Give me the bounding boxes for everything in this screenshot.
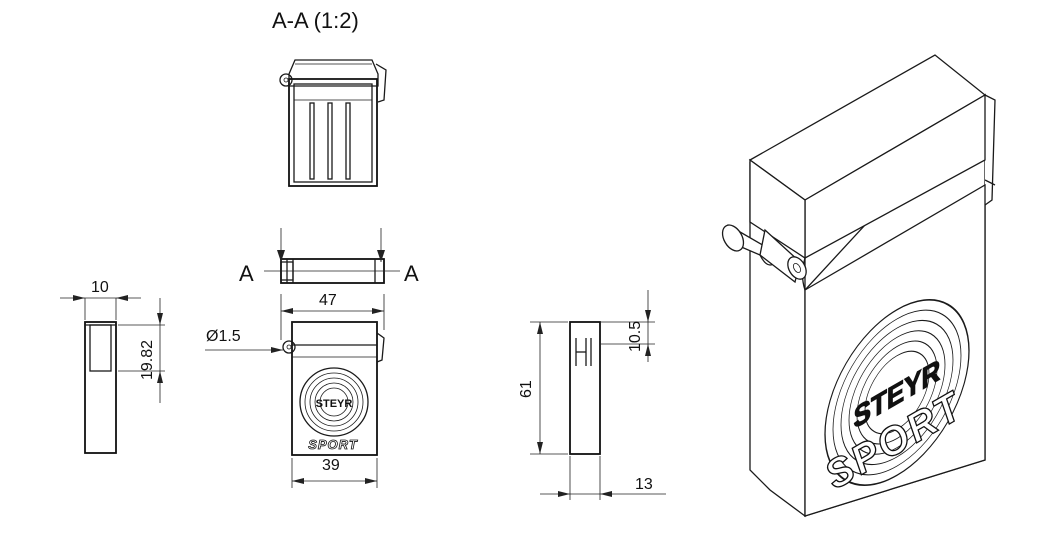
dim-side-width: 10 xyxy=(91,279,109,296)
section-marker-left: A xyxy=(239,261,254,286)
front-logo-text: SPORT xyxy=(308,437,358,452)
section-marker-right: A xyxy=(404,261,419,286)
svg-text:STEYR: STEYR xyxy=(316,398,353,410)
top-view: A A xyxy=(239,228,419,286)
dim-clip-height: 10.5 xyxy=(627,321,644,352)
side-view-body xyxy=(84,321,117,454)
dim-bottom-width: 39 xyxy=(322,457,340,474)
iso-hinge xyxy=(721,224,807,284)
front-clip xyxy=(376,332,385,363)
side-view-right: 61 10.5 13 xyxy=(518,290,666,500)
section-view-a-a: A-A (1:2) xyxy=(272,8,387,187)
dim-depth: 13 xyxy=(635,476,653,493)
section-divider-1 xyxy=(309,102,315,180)
iso-clip xyxy=(984,94,996,206)
section-inner-wall xyxy=(293,83,373,183)
isometric-view: STEYR SPORT xyxy=(721,54,996,518)
front-view: STEYR SPORT 47 Ø1.5 39 xyxy=(205,292,385,488)
dim-slot-height: 19.82 xyxy=(139,340,156,380)
section-divider-3 xyxy=(345,102,351,180)
section-hinge xyxy=(279,73,293,87)
front-logo-emblem: STEYR xyxy=(299,367,369,437)
section-outer-body xyxy=(288,78,378,187)
front-view-lid xyxy=(292,321,378,346)
dim-top-width: 47 xyxy=(319,292,337,309)
front-hinge xyxy=(282,340,296,354)
front-view-body xyxy=(291,321,378,456)
section-title: A-A (1:2) xyxy=(272,8,359,33)
side-view-slot xyxy=(89,324,112,372)
side-view-left: 10 19.82 xyxy=(60,279,165,454)
section-lid xyxy=(288,59,379,87)
right-side-body xyxy=(569,321,601,455)
dim-pin-diameter: Ø1.5 xyxy=(206,328,241,345)
dim-height: 61 xyxy=(518,380,535,398)
section-clip xyxy=(375,63,387,103)
section-divider-2 xyxy=(327,102,333,180)
